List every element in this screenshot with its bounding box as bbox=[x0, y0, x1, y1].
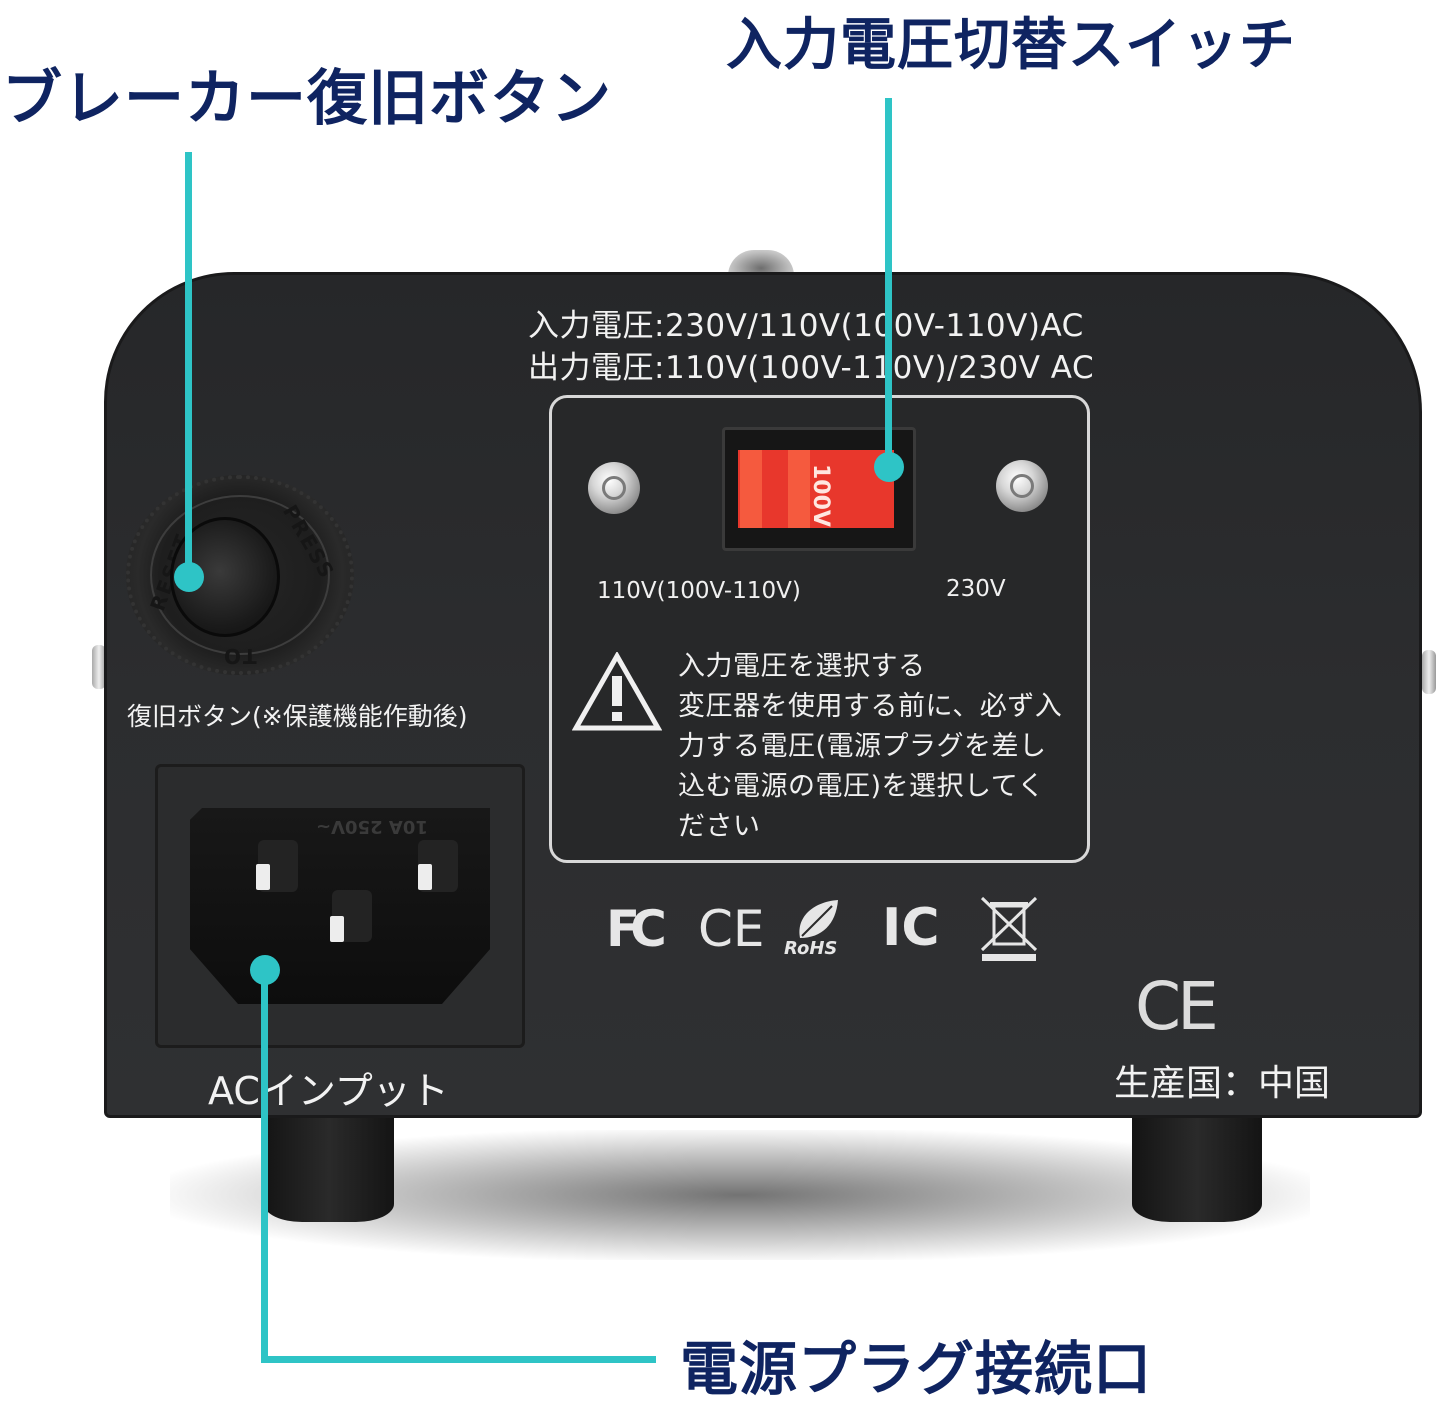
output-voltage-spec: 出力電圧:110V(100V-110V)/230V AC bbox=[528, 350, 1095, 386]
callout-line-inlet bbox=[261, 965, 268, 1363]
callout-line-breaker bbox=[185, 152, 192, 577]
ce-mark-large-icon: CE bbox=[1135, 968, 1219, 1045]
warning-line: ださい bbox=[678, 811, 761, 842]
left-foot bbox=[264, 1112, 394, 1222]
breaker-to-text: TO bbox=[222, 644, 257, 668]
fcc-mark-icon: FC bbox=[606, 900, 667, 958]
ic-mark-icon: IC bbox=[882, 898, 940, 958]
rocker-label: 100V bbox=[808, 464, 833, 527]
switch-left-position-label: 110V(100V-110V) bbox=[597, 578, 801, 604]
callout-dot-inlet bbox=[250, 955, 280, 985]
right-screw-icon bbox=[996, 460, 1048, 512]
right-foot bbox=[1132, 1112, 1262, 1222]
inlet-pin-neutral bbox=[418, 864, 432, 890]
left-side-knob bbox=[92, 645, 106, 689]
callout-dot-switch bbox=[874, 452, 904, 482]
switch-right-position-label: 230V bbox=[946, 576, 1006, 602]
warning-triangle-icon bbox=[572, 652, 662, 731]
left-screw-icon bbox=[588, 462, 640, 514]
callout-power-plug-port: 電源プラグ接続口 bbox=[680, 1335, 1153, 1403]
breaker-inner-ring bbox=[150, 495, 330, 655]
callout-line-switch bbox=[885, 98, 892, 466]
voltage-rocker-switch[interactable]: 100V bbox=[738, 450, 894, 528]
callout-dot-breaker bbox=[174, 562, 204, 592]
input-voltage-spec: 入力電圧:230V/110V(100V-110V)AC bbox=[528, 308, 1084, 344]
warning-line: 力する電圧(電源プラグを差し bbox=[678, 731, 1047, 762]
country-of-origin: 生産国：中国 bbox=[1114, 1063, 1331, 1104]
inlet-pin-ground bbox=[330, 916, 344, 942]
warning-line: 入力電圧を選択する bbox=[678, 651, 926, 682]
rohs-label: RoHS bbox=[784, 938, 838, 959]
rohs-leaf-icon bbox=[799, 900, 838, 938]
ce-mark-icon: CE bbox=[698, 900, 765, 958]
warning-line: 変圧器を使用する前に、必ず入 bbox=[678, 691, 1063, 722]
warning-line: 込む電源の電圧)を選択してく bbox=[678, 771, 1045, 802]
inlet-pin-line bbox=[256, 864, 270, 890]
weee-bin-icon bbox=[980, 896, 1038, 961]
callout-voltage-switch: 入力電圧切替スイッチ bbox=[726, 13, 1296, 78]
right-side-knob bbox=[1422, 650, 1436, 694]
callout-breaker-reset: ブレーカー復旧ボタン bbox=[2, 64, 612, 134]
breaker-label: 復旧ボタン(※保護機能作動後) bbox=[127, 702, 468, 731]
callout-line-inlet-horizontal bbox=[261, 1356, 656, 1363]
ac-input-label: ACインプット bbox=[208, 1069, 449, 1113]
top-bolt bbox=[728, 250, 794, 276]
inlet-rating: 10A 250V~ bbox=[316, 816, 428, 837]
